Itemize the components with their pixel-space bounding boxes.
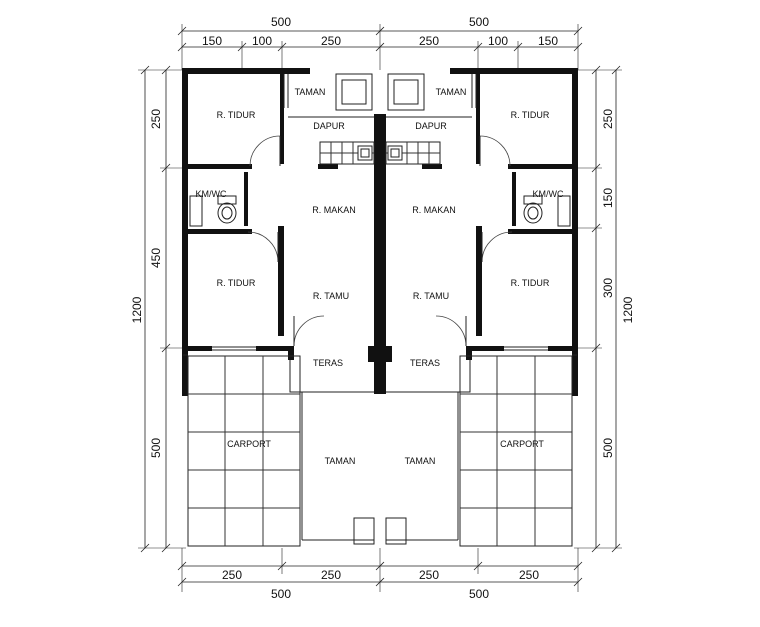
dim-bottom-sub-1: 250 — [222, 568, 242, 582]
windows — [183, 74, 289, 356]
dim-right-250: 250 — [601, 109, 615, 129]
label-r-tidur-top-right: R. TIDUR — [511, 110, 550, 120]
label-r-tidur-bottom-right: R. TIDUR — [511, 278, 550, 288]
label-r-tidur-bottom-left: R. TIDUR — [217, 278, 256, 288]
dim-top-right-250: 250 — [419, 34, 439, 48]
dim-top-left-150: 150 — [202, 34, 222, 48]
dim-left-450: 450 — [149, 248, 163, 268]
label-kmwc-left: KM/WC — [196, 189, 227, 199]
dim-top-right-100: 100 — [488, 34, 508, 48]
label-r-tidur-top-left: R. TIDUR — [217, 110, 256, 120]
toilet-fixture — [189, 195, 237, 227]
dim-left-250: 250 — [149, 109, 163, 129]
label-r-tamu-right: R. TAMU — [413, 291, 449, 301]
house-unit-left — [182, 68, 386, 547]
dimension-lines — [138, 24, 622, 592]
house-unit-right — [373, 67, 579, 547]
label-r-tamu-left: R. TAMU — [313, 291, 349, 301]
dim-left-500: 500 — [149, 438, 163, 458]
label-kmwc-right: KM/WC — [533, 189, 564, 199]
label-carport-right: CARPORT — [500, 439, 544, 449]
dim-bottom-sub-2: 250 — [321, 568, 341, 582]
room-labels-right: TAMAN DAPUR R. TIDUR KM/WC R. MAKAN R. T… — [405, 87, 564, 466]
dim-bottom-total-left: 500 — [271, 587, 291, 601]
dim-top-total-left: 500 — [271, 15, 291, 29]
dim-top-left-100: 100 — [252, 34, 272, 48]
label-taman-bottom-left: TAMAN — [325, 456, 356, 466]
dim-top-total-right: 500 — [469, 15, 489, 29]
dim-bottom-sub-3: 250 — [419, 568, 439, 582]
label-teras-right: TERAS — [410, 358, 440, 368]
front-yard — [289, 360, 375, 545]
label-taman-top-right: TAMAN — [436, 87, 467, 97]
label-carport-left: CARPORT — [227, 439, 271, 449]
door-swings — [247, 135, 325, 347]
dim-top-left-250: 250 — [321, 34, 341, 48]
dimension-labels: 500 500 150 100 250 250 100 150 250 250 … — [130, 15, 635, 601]
dim-right-500: 500 — [601, 438, 615, 458]
room-labels-left: TAMAN DAPUR R. TIDUR KM/WC R. MAKAN R. T… — [196, 87, 356, 466]
taman-top-area — [288, 73, 374, 118]
kitchen-counter — [319, 141, 375, 165]
label-taman-top-left: TAMAN — [295, 87, 326, 97]
carport-grid — [187, 355, 301, 547]
label-teras-left: TERAS — [313, 358, 343, 368]
dim-right-150: 150 — [601, 188, 615, 208]
label-dapur-left: DAPUR — [313, 121, 345, 131]
dim-left-total: 1200 — [130, 296, 144, 323]
label-taman-bottom-right: TAMAN — [405, 456, 436, 466]
label-r-makan-right: R. MAKAN — [412, 205, 456, 215]
dim-bottom-sub-4: 250 — [519, 568, 539, 582]
dim-right-300: 300 — [601, 278, 615, 298]
dim-top-right-150: 150 — [538, 34, 558, 48]
label-dapur-right: DAPUR — [415, 121, 447, 131]
label-r-makan-left: R. MAKAN — [312, 205, 356, 215]
dim-bottom-total-right: 500 — [469, 587, 489, 601]
dim-right-total: 1200 — [621, 296, 635, 323]
